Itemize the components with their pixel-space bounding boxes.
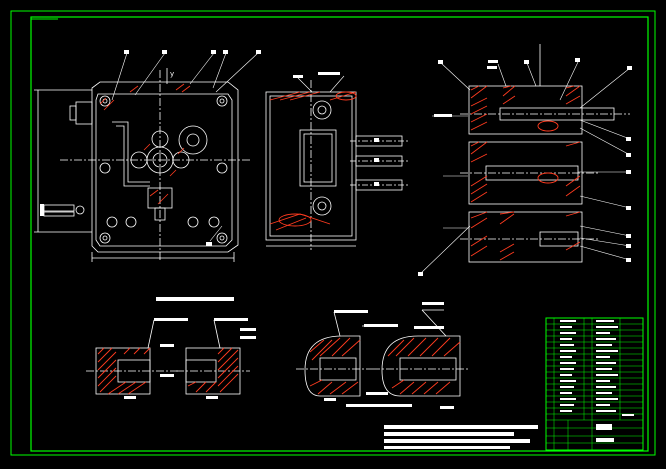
side-view <box>265 80 410 250</box>
detail-title-bar <box>156 297 234 301</box>
detail-view-2-labels <box>206 318 256 399</box>
detail-view-3-hatch <box>309 337 361 395</box>
detail-view-4 <box>372 309 470 397</box>
side-view-leaders <box>297 75 345 93</box>
detail-view-2-hatch <box>187 347 239 393</box>
detail-view-4-labels <box>366 302 454 409</box>
sheet-frame <box>10 10 656 456</box>
front-view-leaders <box>111 52 259 242</box>
detail-view-1-labels <box>124 318 188 399</box>
front-view-balloons <box>40 50 261 246</box>
side-view-labels <box>293 72 379 186</box>
technical-notes <box>384 425 538 449</box>
right-section-leaders <box>419 61 631 275</box>
front-view-hatch <box>99 83 191 205</box>
detail-view-4-hatch <box>387 337 461 395</box>
side-view-hatch <box>269 91 357 231</box>
right-section-balloons <box>418 58 632 276</box>
right-section-view <box>460 44 630 263</box>
detail-view-1-hatch <box>97 347 151 395</box>
front-view: y <box>34 68 250 262</box>
title-block <box>545 317 644 451</box>
detail-view-3-labels <box>324 310 412 407</box>
right-section-hatch <box>470 85 581 261</box>
detail-view-2 <box>176 319 250 395</box>
svg-text:y: y <box>170 70 174 78</box>
